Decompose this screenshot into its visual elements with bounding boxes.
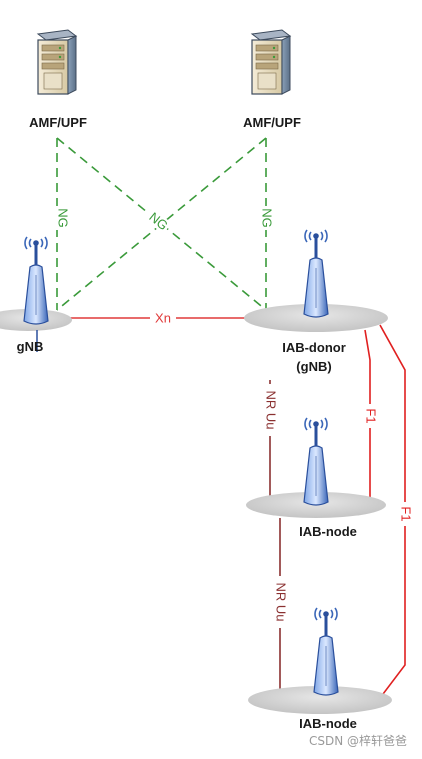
platform-shape — [244, 304, 388, 332]
server-icon — [251, 29, 291, 95]
xn-label: Xn — [155, 310, 171, 325]
platform-shape — [248, 686, 392, 714]
iab-node-2: IAB-node — [248, 606, 392, 731]
iab-donor-label-line2: (gNB) — [296, 359, 331, 374]
ng-right-label: NG — [260, 208, 275, 228]
gnb-node: gNB — [0, 235, 72, 354]
antenna-icon — [312, 606, 340, 697]
amf-upf-left-node: AMF/UPF — [29, 29, 87, 130]
gnb-label: gNB — [17, 339, 44, 354]
iab-node-2-label: IAB-node — [299, 716, 357, 731]
iab-node-1-label: IAB-node — [299, 524, 357, 539]
server-icon — [37, 29, 77, 95]
ng-left-label: NG — [56, 208, 71, 228]
f1-outer-label: F1 — [399, 506, 414, 521]
antenna-icon — [302, 228, 330, 319]
antenna-icon — [22, 235, 50, 326]
amf-upf-right-node: AMF/UPF — [243, 29, 301, 130]
iab-donor-node: IAB-donor (gNB) — [244, 228, 388, 374]
watermark: CSDN @梓轩爸爸 — [309, 733, 407, 748]
amf-upf-right-label: AMF/UPF — [243, 115, 301, 130]
amf-upf-left-label: AMF/UPF — [29, 115, 87, 130]
f1-inner-label: F1 — [364, 408, 379, 423]
antenna-icon — [302, 416, 330, 507]
nr-uu-upper-label: NR Uu — [264, 390, 279, 429]
nr-uu-lower-label: NR Uu — [274, 582, 289, 621]
link-labels: NG NG NG Xn NR Uu NR Uu F1 F1 — [50, 206, 414, 628]
iab-donor-label-line1: IAB-donor — [282, 340, 346, 355]
iab-node-1: IAB-node — [246, 416, 386, 539]
